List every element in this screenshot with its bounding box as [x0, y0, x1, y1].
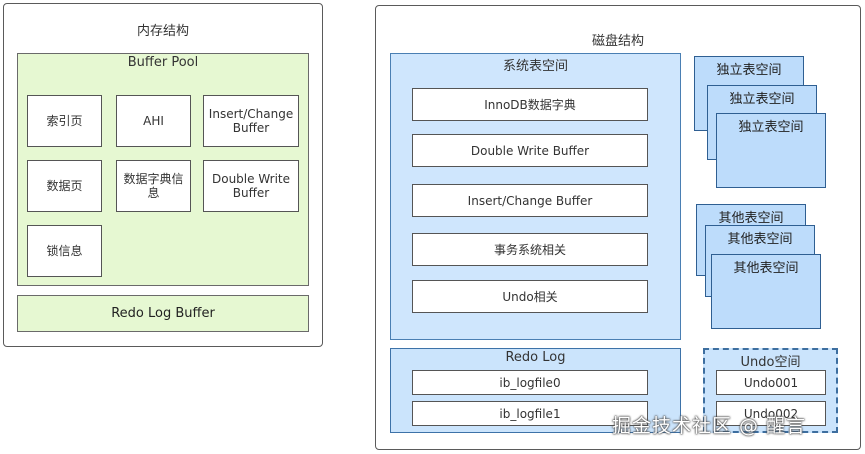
- system-tablespace-item-double-write-buffer: Double Write Buffer: [412, 134, 648, 167]
- other-tablespace-3: 其他表空间: [711, 254, 821, 329]
- undo-file-001: Undo001: [716, 370, 826, 395]
- system-tablespace-item-innodb-dictionary: InnoDB数据字典: [412, 88, 648, 121]
- redo-log-title: Redo Log: [505, 350, 566, 365]
- disk-structure-title: 磁盘结构: [591, 34, 644, 49]
- memory-structure-title: 内存结构: [136, 24, 189, 39]
- independent-tablespace-3: 独立表空间: [716, 113, 826, 188]
- system-tablespace-item-insert-change-buffer: Insert/Change Buffer: [412, 184, 648, 217]
- buffer-pool-cell-double-write-buffer: Double Write Buffer: [203, 160, 299, 212]
- buffer-pool-cell-lock-info: 锁信息: [27, 225, 102, 277]
- undo-file-002: Undo002: [716, 401, 826, 426]
- undo-space-title: Undo空间: [740, 355, 801, 370]
- buffer-pool-cell-index-page: 索引页: [27, 95, 102, 147]
- system-tablespace-item-undo: Undo相关: [412, 280, 648, 313]
- system-tablespace-item-transaction-system: 事务系统相关: [412, 233, 648, 266]
- buffer-pool-cell-insert-change-buffer: Insert/Change Buffer: [203, 95, 299, 147]
- buffer-pool-cell-data-dictionary: 数据字典信息: [116, 160, 191, 212]
- watermark-text: 掘金技术社区 @ 醒言: [612, 415, 807, 437]
- buffer-pool-cell-data-page: 数据页: [27, 160, 102, 212]
- redo-log-file-0: ib_logfile0: [412, 370, 648, 395]
- redo-log-file-1: ib_logfile1: [412, 401, 648, 426]
- buffer-pool-title: Buffer Pool: [127, 55, 199, 70]
- system-tablespace-title: 系统表空间: [502, 59, 568, 74]
- redo-log-buffer: Redo Log Buffer: [17, 295, 309, 332]
- buffer-pool-cell-ahi: AHI: [116, 95, 191, 147]
